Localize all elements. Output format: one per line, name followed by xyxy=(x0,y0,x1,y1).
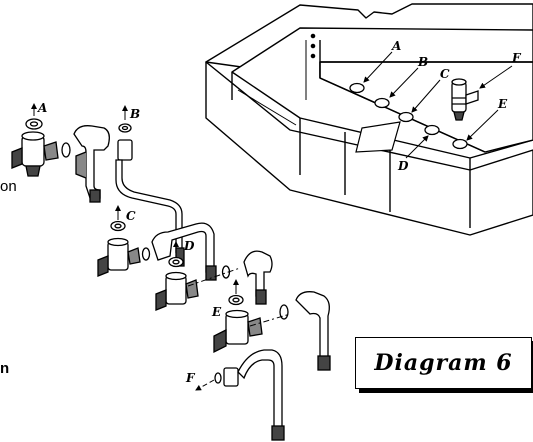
tray-label-d: D xyxy=(397,159,409,173)
component-label-f: F xyxy=(185,371,196,385)
hole-b xyxy=(374,97,390,109)
hole-d xyxy=(424,124,440,136)
pipe-f-assembly xyxy=(214,349,285,441)
valve-a-assembly xyxy=(11,118,110,203)
component-label-c: C xyxy=(126,209,136,223)
component-label-e: E xyxy=(211,305,222,319)
valve-e-assembly xyxy=(213,291,331,371)
hole-c xyxy=(398,111,414,123)
valve-c-assembly xyxy=(97,220,217,281)
component-label-a: A xyxy=(37,101,47,115)
cropped-text-top: on xyxy=(0,178,17,195)
component-label-b: B xyxy=(129,107,140,121)
slot-plate xyxy=(355,121,401,153)
safety-valve-icon xyxy=(451,78,479,121)
tray-label-b: B xyxy=(417,55,428,69)
diagram-caption-box: Diagram 6 xyxy=(355,337,532,389)
tray-label-c: C xyxy=(440,67,450,81)
tray-label-f: F xyxy=(511,51,522,65)
diagram-caption: Diagram 6 xyxy=(374,350,513,376)
tray-label-e: E xyxy=(497,97,508,111)
cropped-text-bottom: n xyxy=(0,360,10,377)
hole-a xyxy=(349,82,365,94)
component-label-d: D xyxy=(183,239,195,253)
valve-d-assembly xyxy=(155,250,273,311)
tray-label-a: A xyxy=(391,39,401,53)
hole-e xyxy=(452,138,468,150)
